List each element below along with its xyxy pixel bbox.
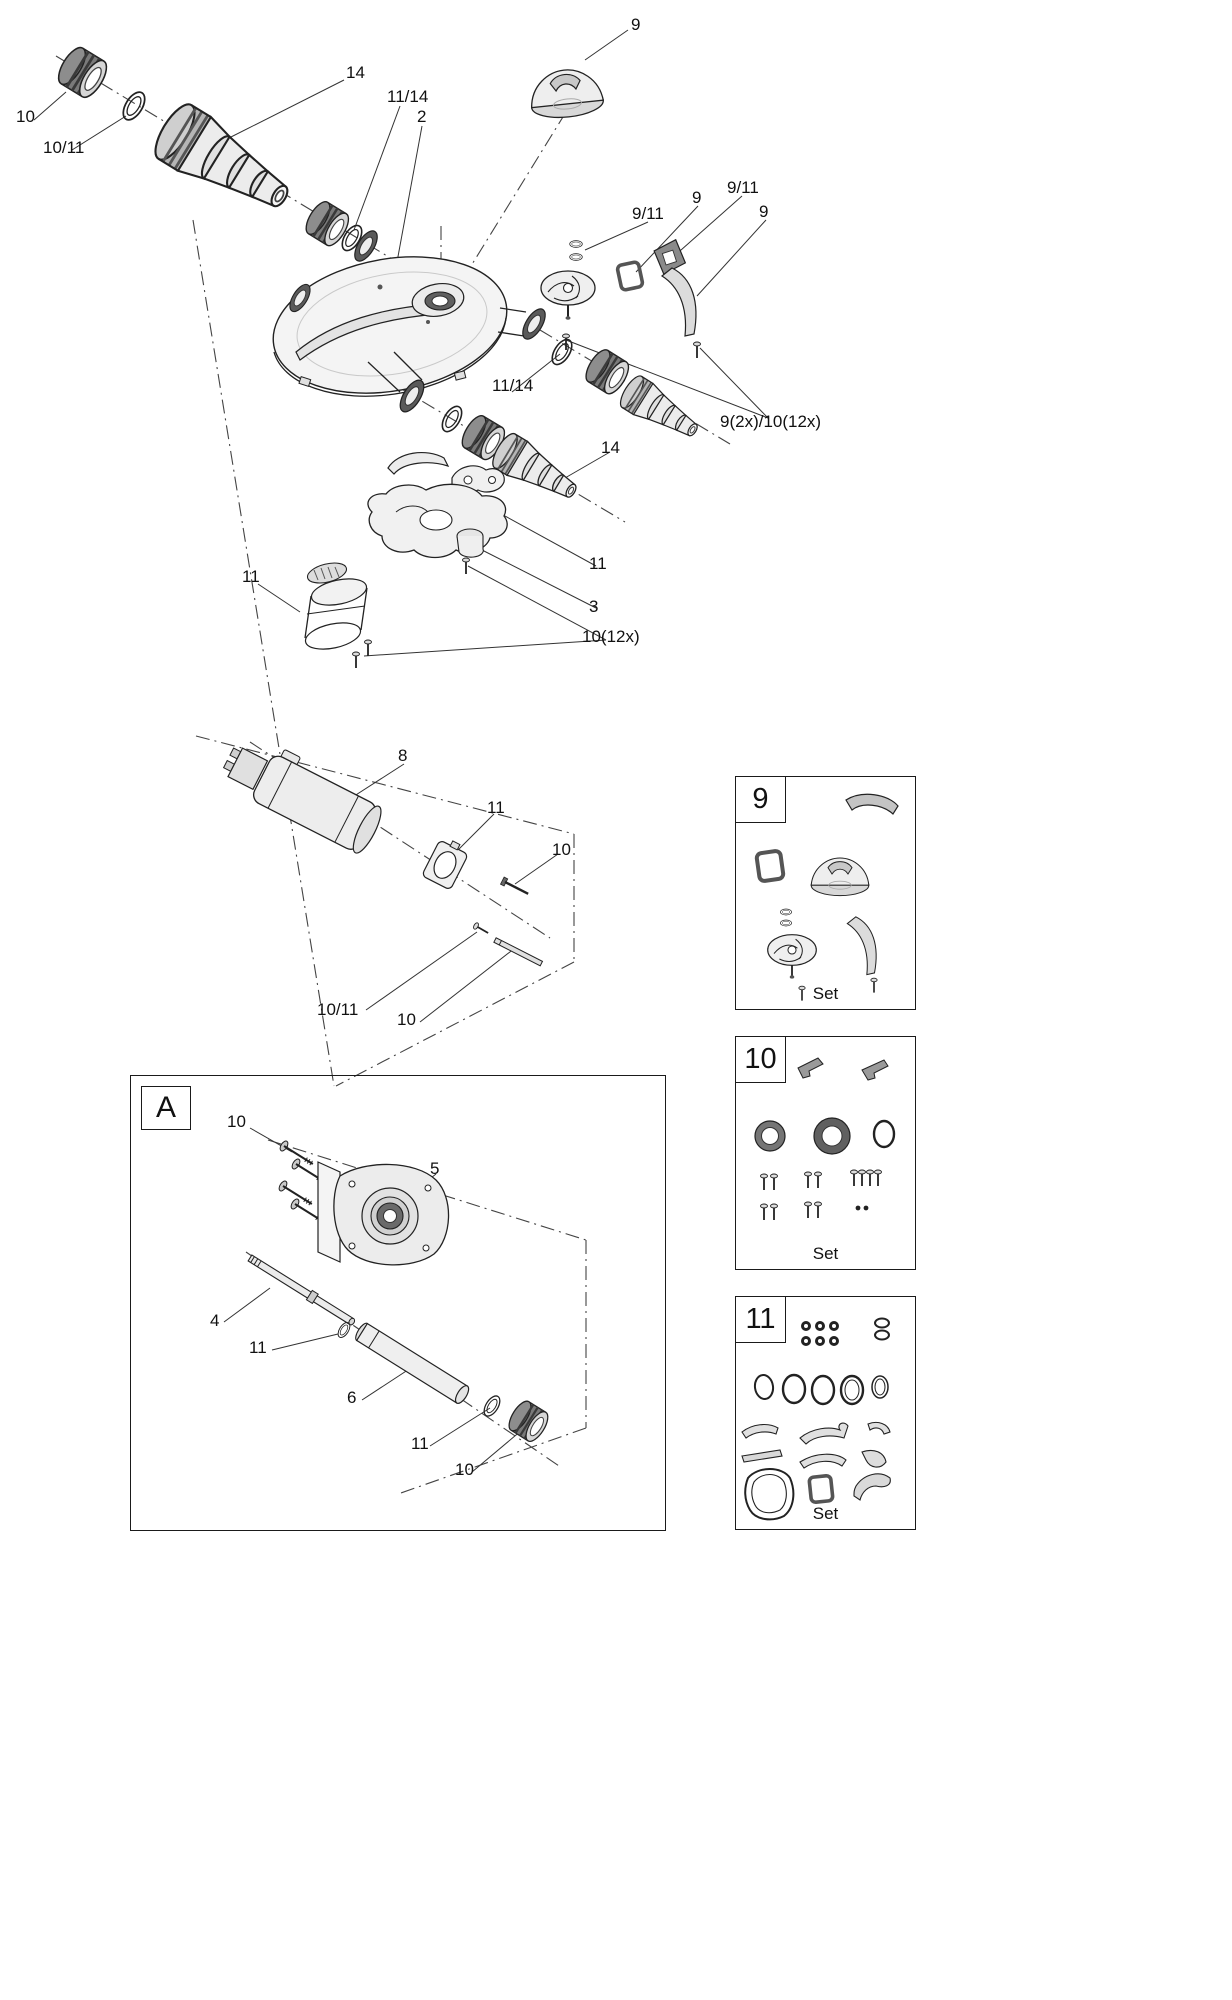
clip-plate [653, 238, 687, 275]
callout-11-oring-boxa: 11 [411, 1434, 429, 1453]
callout-9-10-screws: 9(2x)/10(12x) [720, 412, 822, 431]
callout-9-knob: 9 [631, 15, 641, 34]
callout-11-seal-plate: 11 [487, 798, 505, 817]
callout-9-11-washers: 9/11 [632, 204, 664, 223]
callout-11-washer-shaft: 11 [249, 1338, 267, 1357]
leader-lines [33, 29, 769, 1473]
rotor-washers [569, 240, 583, 261]
panel11-clips [741, 1421, 891, 1469]
callout-10-11-screw-bottom: 10/11 [317, 1000, 359, 1019]
seal-plate [422, 840, 468, 889]
callout-14-hose-adapter: 14 [346, 63, 365, 82]
stepped-hose-adapter-right [615, 371, 707, 449]
clip-square [615, 259, 645, 293]
callout-2-lid: 2 [417, 107, 427, 126]
oring-right [547, 335, 577, 369]
hose-nut-top-left [51, 42, 114, 103]
callout-11-bracket: 11 [589, 554, 607, 573]
panel9-handle [845, 793, 899, 815]
retainer-rod [493, 937, 544, 967]
callout-10-nut-topleft: 10 [16, 107, 35, 126]
callout-10-screws-12x: 10(12x) [582, 627, 640, 646]
pump-housing [317, 1161, 450, 1266]
callout-5-pump-housing: 5 [430, 1159, 440, 1178]
stepped-hose-adapter-lower [487, 429, 586, 511]
panel10-hooks [797, 1057, 889, 1081]
callout-9-11-rotor: 9/11 [727, 178, 759, 197]
washer-top-left [118, 87, 150, 125]
callout-10-11-washer: 10/11 [43, 138, 85, 157]
callout-3-frame: 3 [589, 597, 599, 616]
set-panel-10-number: 10 [736, 1037, 786, 1083]
callout-11-14-oring-top: 11/14 [387, 87, 429, 106]
callout-9-lever: 9 [759, 202, 769, 221]
stepped-hose-adapter-top [146, 97, 303, 228]
set-panel-11: 11 Set [735, 1296, 916, 1530]
panel11-small-orings [801, 1317, 890, 1346]
pump-shaft [247, 1254, 356, 1326]
section-a-frame: A [130, 1075, 666, 1531]
bypass-rotor [540, 270, 596, 321]
callout-11-14-oring-mid: 11/14 [492, 376, 534, 395]
panel11-gasket-rings [753, 1373, 889, 1406]
callout-11-canister: 11 [242, 567, 260, 586]
callout-10-nut-boxa: 10 [455, 1460, 474, 1479]
filter-lid [272, 226, 551, 417]
panel10-screws [759, 1169, 883, 1221]
set-panel-9-number: 9 [736, 777, 786, 823]
set-panel-11-number: 11 [736, 1297, 786, 1343]
callout-14-hose-adapter-mid: 14 [601, 438, 620, 457]
set-panel-9: 9 Set [735, 776, 916, 1010]
canister [304, 562, 373, 669]
callout-9-clip: 9 [692, 188, 702, 207]
quartz-tube [355, 1322, 470, 1404]
callout-10-screws-boxa: 10 [227, 1112, 246, 1131]
distributor-assembly [367, 451, 508, 575]
callout-4-shaft: 4 [210, 1311, 220, 1330]
panel11-large-gaskets [744, 1468, 891, 1521]
callout-10-pin: 10 [552, 840, 571, 859]
callout-8-motor: 8 [398, 746, 408, 765]
panel10-nuts [754, 1117, 896, 1155]
set-panel-9-set-label: Set [812, 984, 839, 1003]
uvc-motor [222, 747, 382, 854]
callout-10-rod-bottom: 10 [397, 1010, 416, 1029]
set-panel-10: 10 Set [735, 1036, 916, 1270]
callout-6-tube: 6 [347, 1388, 357, 1407]
set-panel-11-set-label: Set [812, 1504, 839, 1523]
section-a-label: A [141, 1086, 191, 1130]
set-panel-10-set-label: Set [812, 1244, 839, 1263]
lid-knob [527, 65, 606, 122]
retainer-pin [499, 876, 529, 895]
